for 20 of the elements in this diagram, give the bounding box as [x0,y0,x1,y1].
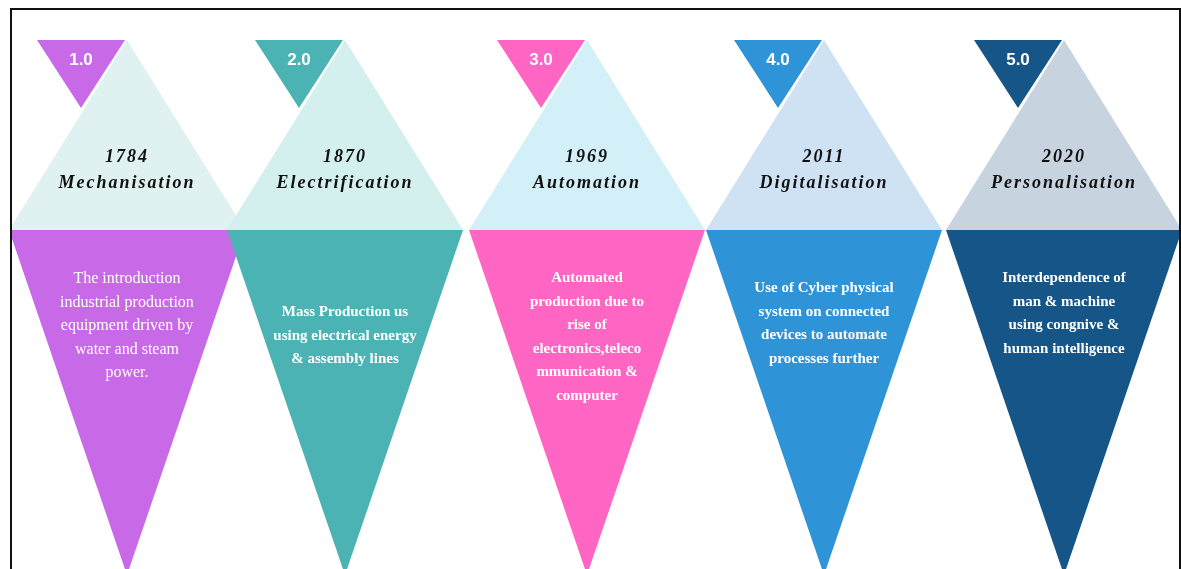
era-title: Digitalisation [758,172,890,193]
era-title: Personalisation [990,172,1138,193]
year-label: 1969 [564,146,610,167]
year-label: 1870 [322,146,368,167]
version-number: 2.0 [286,50,312,70]
description-text: Use of Cyber physical system on connected devices to automate processes further [753,278,895,368]
era-title: Electrification [275,172,415,193]
year-label: 2011 [801,146,847,167]
description-text: Interdependence of man & machine using congnive & human intelligence [1001,268,1127,358]
year-label: 1784 [104,146,150,167]
era-title: Automation [531,172,642,193]
description-text: The introduction industrial production equipment driven by water and steam power. [59,268,195,383]
year-label: 2020 [1041,146,1087,167]
description-text: Mass Production us using electrical energy & assembly lines [272,302,418,368]
version-number: 5.0 [1005,50,1031,70]
version-number: 1.0 [68,50,94,70]
era-title: Mechanisation [57,172,197,193]
version-number: 4.0 [765,50,791,70]
description-text: Automated production due to rise of electronics,teleco mmunication & computer [529,268,645,405]
version-number: 3.0 [528,50,554,70]
